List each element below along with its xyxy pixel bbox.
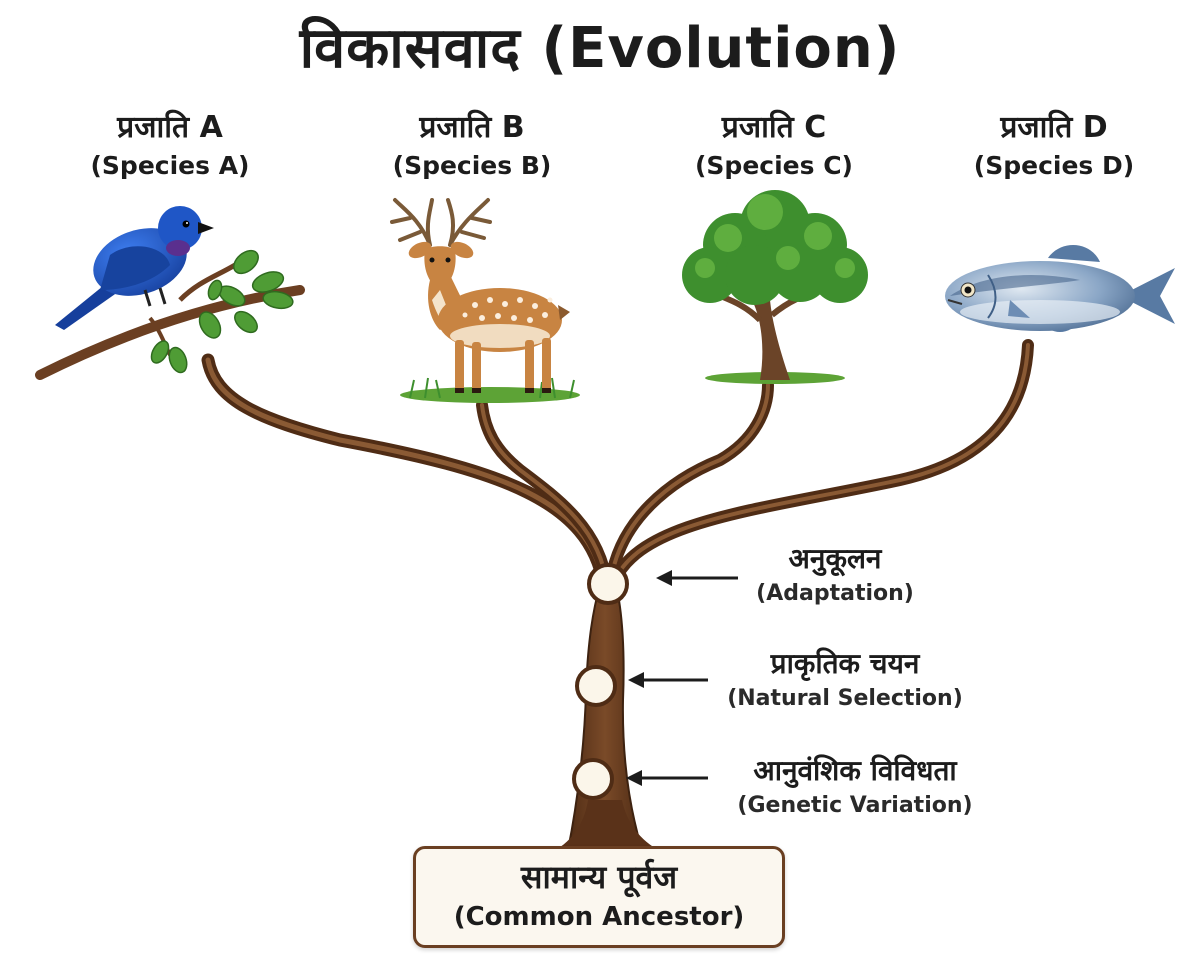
step-genetic-variation-hindi: आनुवंशिक विविधता (753, 754, 957, 787)
branch-to-species-c-highlight (609, 383, 770, 582)
node-adaptation (587, 563, 629, 605)
species-c-english: (Species C) (695, 151, 853, 180)
species-d-label: प्रजाति D (Species D) (924, 108, 1184, 184)
arrow-adaptation-head (656, 570, 672, 586)
step-adaptation-hindi: अनुकूलन (788, 542, 882, 575)
step-natural-selection-hindi: प्राकृतिक चयन (770, 647, 920, 680)
species-c-hindi: प्रजाति C (721, 110, 827, 145)
branch-to-species-d-highlight (612, 343, 1030, 584)
step-natural-selection: प्राकृतिक चयन (Natural Selection) (680, 645, 1010, 715)
species-a-english: (Species A) (90, 151, 250, 180)
node-natural-selection (575, 665, 617, 707)
diagram-title: विकासवाद (Evolution) (299, 16, 901, 81)
deer-icon (390, 198, 580, 403)
common-ancestor-box: सामान्य पूर्वज (Common Ancestor) (413, 846, 785, 948)
species-b-english: (Species B) (392, 151, 552, 180)
bird-icon (35, 206, 305, 380)
common-ancestor-hindi: सामान्य पूर्वज (520, 858, 678, 896)
species-b-label: प्रजाति B (Species B) (342, 108, 602, 184)
step-natural-selection-english: (Natural Selection) (727, 686, 963, 711)
step-adaptation: अनुकूलन (Adaptation) (670, 540, 1000, 610)
tree-icon (682, 190, 868, 384)
node-genetic-variation (572, 758, 614, 800)
species-d-hindi: प्रजाति D (1000, 110, 1108, 145)
arrow-natural-selection-head (628, 672, 644, 688)
roots (552, 800, 662, 852)
species-b-hindi: प्रजाति B (419, 110, 525, 145)
species-d-english: (Species D) (973, 151, 1135, 180)
branch-to-species-b (476, 399, 613, 591)
species-c-label: प्रजाति C (Species C) (644, 108, 904, 184)
species-a-hindi: प्रजाति A (117, 110, 223, 145)
step-genetic-variation: आनुवंशिक विविधता (Genetic Variation) (690, 752, 1020, 822)
arrow-genetic-variation-head (626, 770, 642, 786)
common-ancestor-english: (Common Ancestor) (453, 902, 745, 932)
step-adaptation-english: (Adaptation) (756, 581, 914, 606)
species-a-label: प्रजाति A (Species A) (40, 108, 300, 184)
step-genetic-variation-english: (Genetic Variation) (737, 793, 973, 818)
branch-to-species-b-highlight (480, 403, 609, 587)
fish-icon (945, 244, 1175, 332)
